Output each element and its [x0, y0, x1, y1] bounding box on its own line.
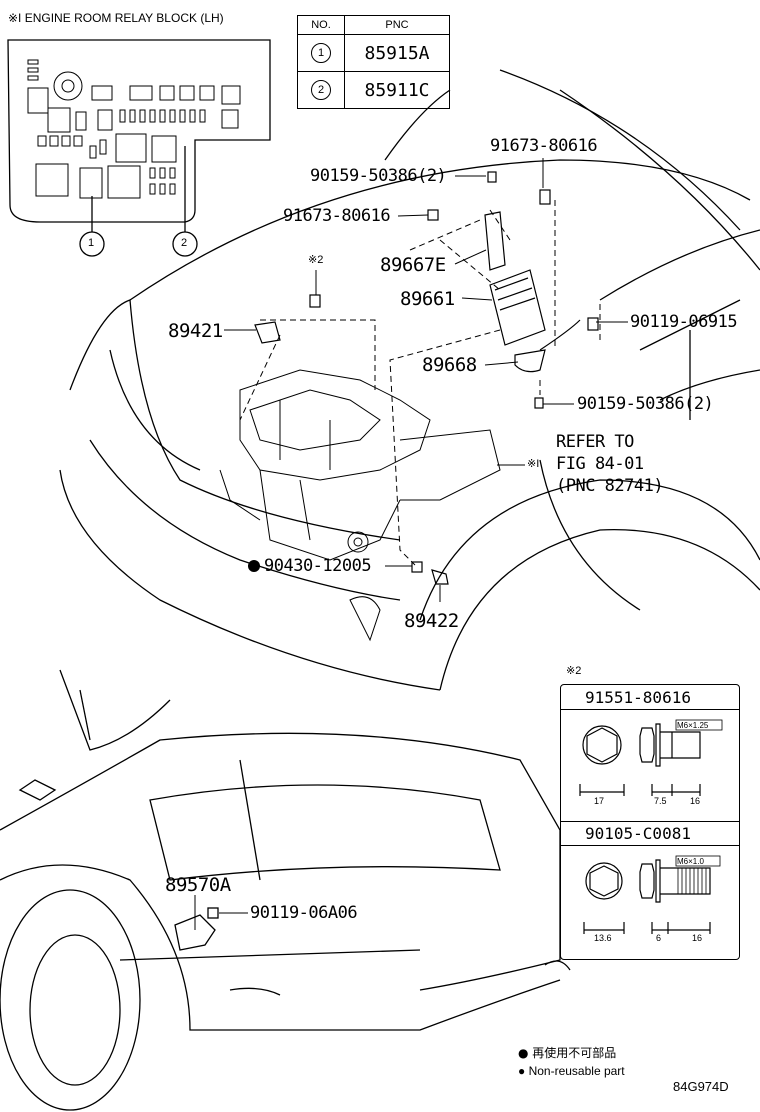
bolt2-side-head	[639, 863, 655, 899]
relay-block-outline	[7, 39, 271, 223]
bolt1-hex-head	[586, 727, 618, 763]
bolt2-thread: M6×1.0	[677, 857, 704, 866]
bolt1-dim-length: 16	[690, 796, 701, 806]
reference-note: REFER TO	[556, 432, 634, 452]
reference-note: (PNC 82741)	[556, 476, 664, 496]
pnc-row-2-value: 85911C	[344, 71, 450, 109]
bolt2-dim-flange: 6	[656, 933, 662, 943]
part-label: 89422	[404, 610, 459, 632]
part-label: 90159-50386(2)	[577, 394, 714, 414]
bolt1-side-head	[639, 727, 655, 763]
bolt2-pnc: 90105-C0081	[585, 824, 691, 843]
figure-code: 84G974D	[673, 1079, 729, 1094]
bolt1-dim-flange: 7.5	[654, 796, 667, 806]
part-label: 90430-12005	[264, 556, 372, 576]
note-marker: ※2	[308, 254, 324, 266]
detail-box-marker: ※2	[566, 665, 582, 677]
part-label: 89661	[400, 288, 455, 310]
pnc-table-header-pnc: PNC	[344, 15, 450, 35]
pnc-row-1-no: 1	[297, 34, 345, 72]
note-marker: ※I	[527, 458, 540, 470]
pnc-table-header-no: NO.	[297, 15, 345, 35]
part-label: 90159-50386(2)	[310, 166, 447, 186]
legend-japanese: ● 再使用不可部品	[518, 1046, 617, 1060]
fender-arch	[419, 479, 760, 621]
bolt2-dim-head: 13.6	[594, 933, 612, 943]
part-label: 89570A	[165, 874, 231, 896]
front-bumper	[69, 299, 401, 541]
bolt2-dim-length: 16	[692, 933, 703, 943]
pnc-row-2-no: 2	[297, 71, 345, 109]
bolt-drawings	[579, 719, 723, 934]
pnc-table: NO. PNC 1 85915A 2 85911C	[297, 15, 450, 109]
hood-outline	[129, 159, 751, 301]
part-label: 90119-06A06	[250, 903, 358, 923]
part-label: 89667E	[380, 254, 446, 276]
bolt1-pnc: 91551-80616	[585, 688, 691, 707]
ecu-parts	[254, 171, 599, 585]
engine-assembly	[219, 369, 501, 642]
relay-block-title: ※I ENGINE ROOM RELAY BLOCK (LH)	[8, 11, 224, 25]
callout-2-label: 2	[181, 237, 188, 249]
bolt1-thread: M6×1.25	[677, 721, 709, 730]
part-label: 90119-06915	[630, 312, 738, 332]
part-label: 89668	[422, 354, 477, 376]
bolt1-dim-head: 17	[594, 796, 605, 806]
part-label: 91673-80616	[490, 136, 598, 156]
callout-2-circle	[172, 231, 198, 257]
bolt2-hex-head	[589, 865, 619, 897]
reference-note: FIG 84-01	[556, 454, 644, 474]
pnc-row-1-value: 85915A	[344, 34, 450, 72]
rear-vehicle	[0, 669, 571, 1111]
part-label: 89421	[168, 320, 223, 342]
callout-1-circle	[79, 231, 105, 257]
non-reusable-marker	[248, 560, 260, 572]
relay-block-fuses	[27, 59, 241, 199]
part-label: 91673-80616	[283, 206, 391, 226]
callout-1-label: 1	[88, 237, 95, 249]
legend-english: ● Non-reusable part	[518, 1064, 625, 1078]
